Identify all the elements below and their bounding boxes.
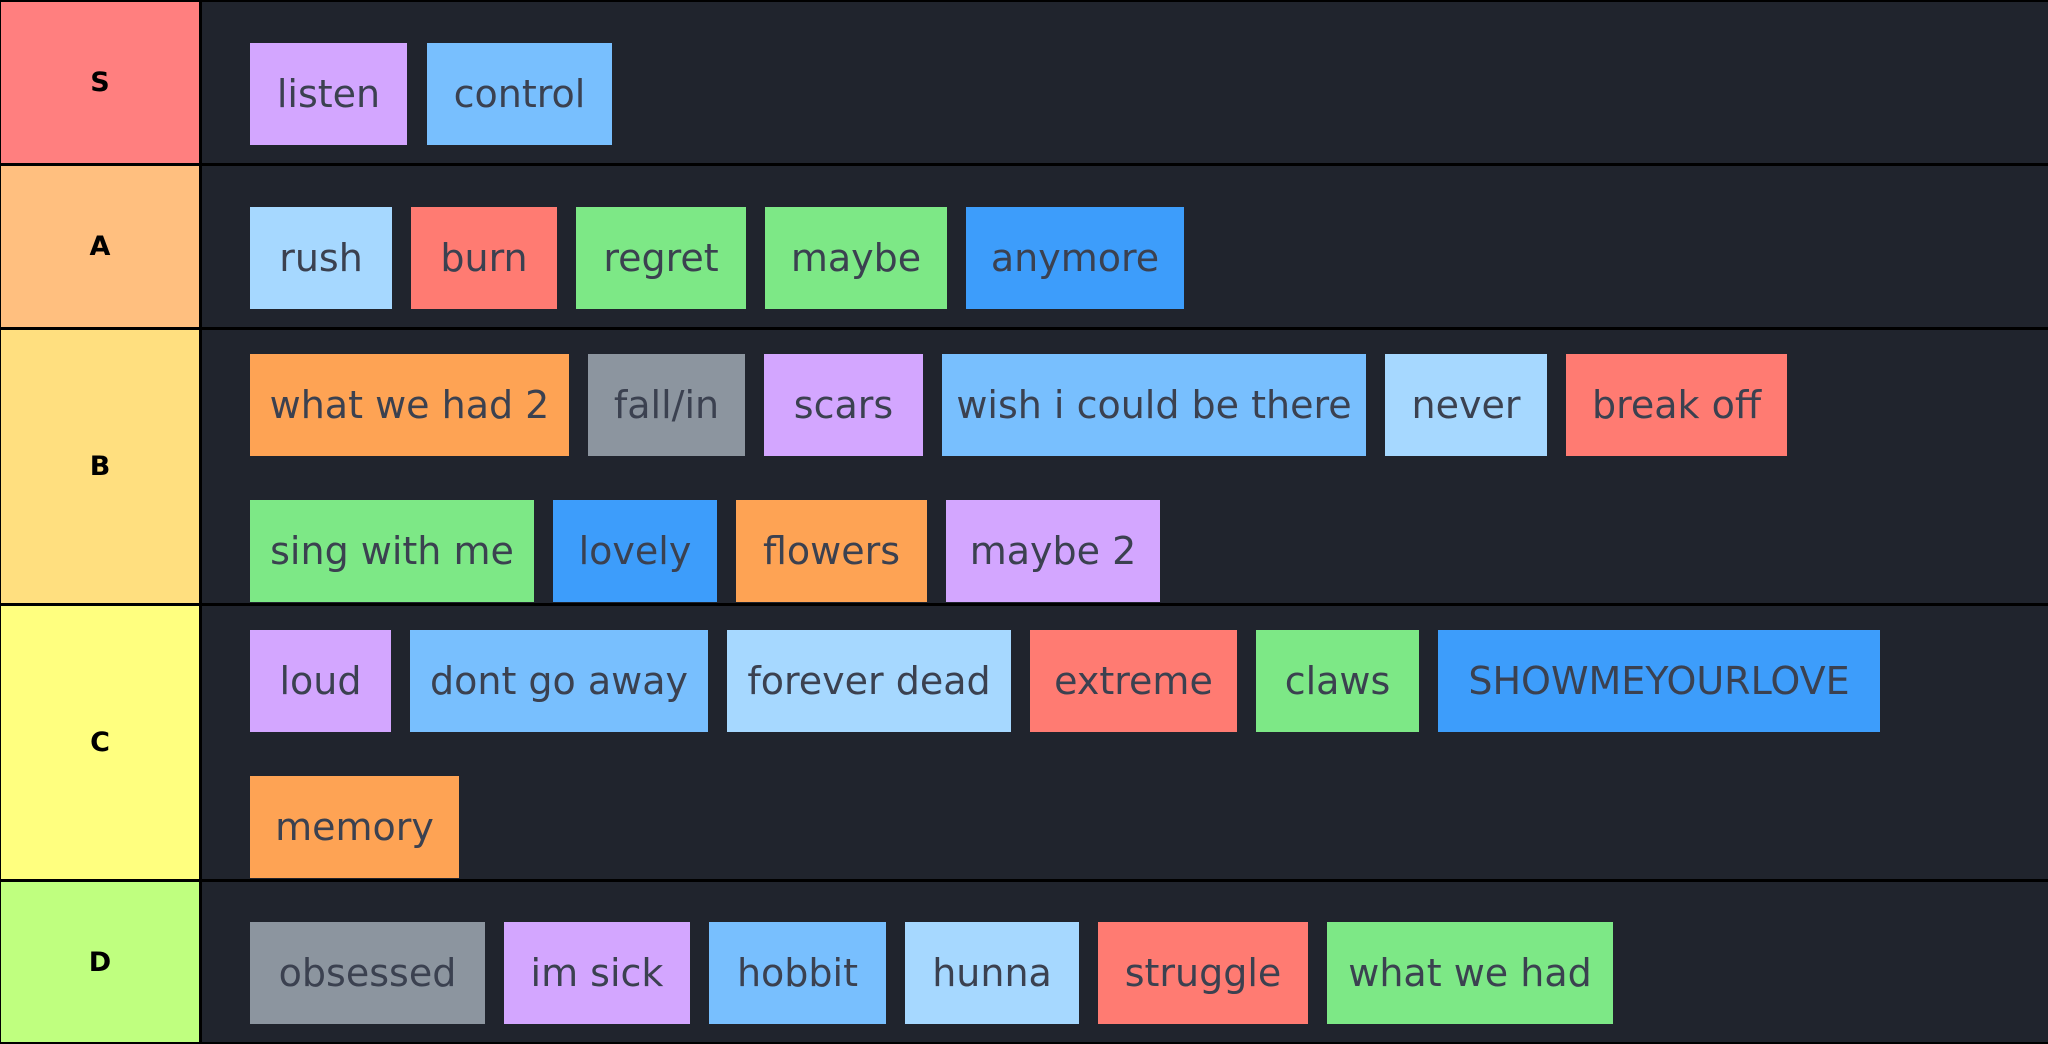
tier-label-s[interactable]: S xyxy=(1,2,199,163)
tier-item[interactable]: what we had xyxy=(1327,922,1613,1024)
tier-item[interactable]: what we had 2 xyxy=(250,354,569,456)
tier-item[interactable]: flowers xyxy=(736,500,927,602)
tier-item[interactable]: loud xyxy=(250,630,391,732)
tier-row-s: S listen control xyxy=(0,2,2048,163)
tier-row-c: C loud dont go away forever dead extreme… xyxy=(0,606,2048,879)
tier-item[interactable]: maybe 2 xyxy=(946,500,1160,602)
tier-item[interactable]: struggle xyxy=(1098,922,1308,1024)
tier-row-d: D obsessed im sick hobbit hunna struggle… xyxy=(0,882,2048,1042)
tier-item[interactable]: memory xyxy=(250,776,459,878)
tier-item[interactable]: lovely xyxy=(553,500,717,602)
tier-item[interactable]: scars xyxy=(764,354,923,456)
tier-item[interactable]: dont go away xyxy=(410,630,708,732)
tier-item[interactable]: wish i could be there xyxy=(942,354,1366,456)
tier-item[interactable]: never xyxy=(1385,354,1547,456)
tier-item[interactable]: extreme xyxy=(1030,630,1237,732)
tier-item[interactable]: forever dead xyxy=(727,630,1011,732)
tier-label-d[interactable]: D xyxy=(1,882,199,1042)
tier-item[interactable]: regret xyxy=(576,207,746,309)
tier-item[interactable]: hunna xyxy=(905,922,1079,1024)
tier-label-c[interactable]: C xyxy=(1,606,199,879)
tier-items-a: rush burn regret maybe anymore xyxy=(202,166,2048,327)
tier-item[interactable]: SHOWMEYOURLOVE xyxy=(1438,630,1880,732)
tier-items-b: what we had 2 fall/in scars wish i could… xyxy=(202,330,2048,603)
tier-item[interactable]: obsessed xyxy=(250,922,485,1024)
tier-items-c: loud dont go away forever dead extreme c… xyxy=(202,606,2048,879)
tier-label-a[interactable]: A xyxy=(1,166,199,327)
tier-item[interactable]: burn xyxy=(411,207,557,309)
tier-item[interactable]: sing with me xyxy=(250,500,534,602)
tier-item[interactable]: listen xyxy=(250,43,407,145)
tier-item[interactable]: hobbit xyxy=(709,922,886,1024)
tier-item[interactable]: maybe xyxy=(765,207,947,309)
tier-items-d: obsessed im sick hobbit hunna struggle w… xyxy=(202,882,2048,1042)
tier-item[interactable]: break off xyxy=(1566,354,1787,456)
tier-item[interactable]: claws xyxy=(1256,630,1419,732)
tier-item[interactable]: anymore xyxy=(966,207,1184,309)
tier-label-b[interactable]: B xyxy=(1,330,199,603)
tier-item[interactable]: im sick xyxy=(504,922,690,1024)
tier-item[interactable]: fall/in xyxy=(588,354,745,456)
tier-row-b: B what we had 2 fall/in scars wish i cou… xyxy=(0,330,2048,603)
tier-item[interactable]: control xyxy=(427,43,612,145)
tier-item[interactable]: rush xyxy=(250,207,392,309)
tier-items-s: listen control xyxy=(202,2,2048,163)
tier-row-a: A rush burn regret maybe anymore xyxy=(0,166,2048,327)
